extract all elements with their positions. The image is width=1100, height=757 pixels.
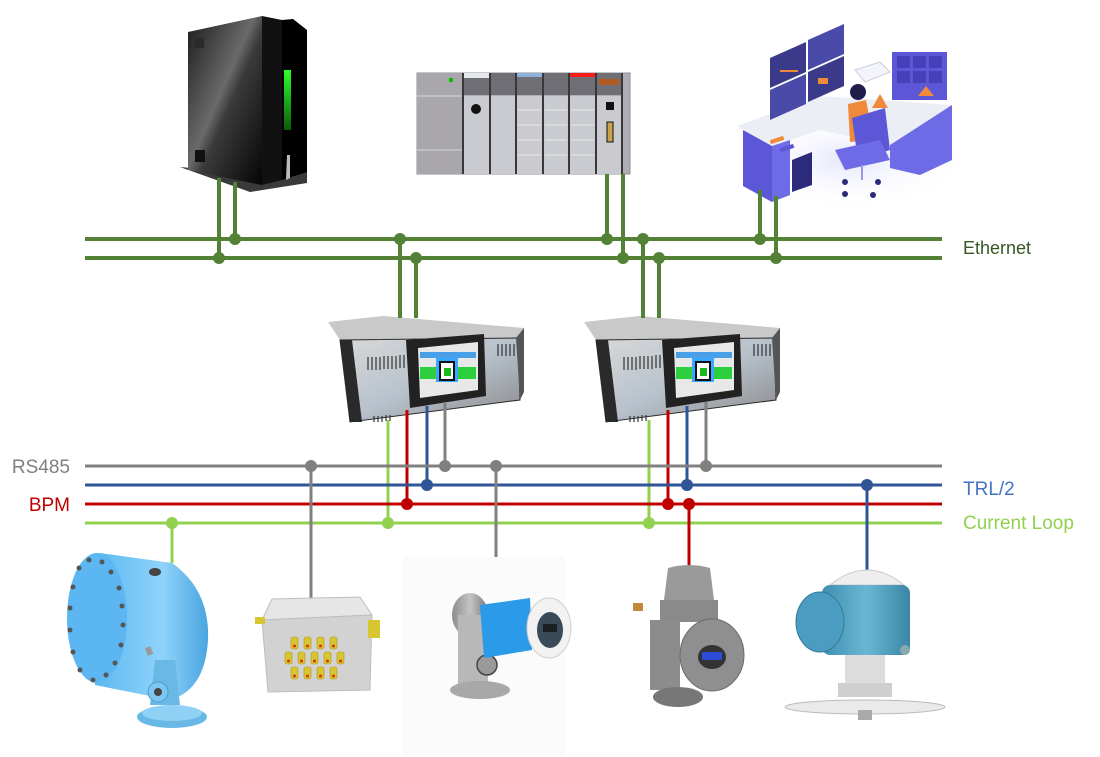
junction-dot xyxy=(700,460,712,472)
junction-dot xyxy=(305,460,317,472)
junction-dot xyxy=(754,233,766,245)
rack-gateway-icon xyxy=(584,316,780,423)
radar-gauge-icon xyxy=(784,569,946,720)
ethernet-junctions xyxy=(213,233,782,264)
gateway-drops xyxy=(386,402,708,523)
junction-dot xyxy=(410,252,422,264)
junction-box-icon xyxy=(255,596,380,693)
junction-dot xyxy=(683,498,695,510)
servo-gauge-icon xyxy=(633,565,745,707)
junction-dot xyxy=(643,517,655,529)
junction-dot xyxy=(439,460,451,472)
junction-dot xyxy=(394,233,406,245)
flow-transmitter-icon xyxy=(403,557,572,755)
junction-dot xyxy=(861,479,873,491)
junction-dot xyxy=(662,498,674,510)
rs485-label: RS485 xyxy=(12,457,70,478)
rack-gateway-icon xyxy=(328,316,524,423)
operator-workstation-icon xyxy=(730,24,970,210)
plc-rack-icon xyxy=(416,72,631,175)
junction-dot xyxy=(213,252,225,264)
server-tower-icon xyxy=(180,16,307,192)
junction-dot xyxy=(421,479,433,491)
junction-dot xyxy=(681,479,693,491)
ethernet-bus xyxy=(85,174,942,318)
trl2-label: TRL/2 xyxy=(963,479,1015,500)
junction-dot xyxy=(490,460,502,472)
fieldbus-junctions xyxy=(166,460,873,529)
junction-dot xyxy=(637,233,649,245)
tank-gauge-icon xyxy=(67,553,209,728)
junction-dot xyxy=(382,517,394,529)
junction-dot xyxy=(166,517,178,529)
junction-dot xyxy=(770,252,782,264)
junction-dot xyxy=(401,498,413,510)
junction-dot xyxy=(617,252,629,264)
junction-dot xyxy=(229,233,241,245)
ethernet-label: Ethernet xyxy=(963,238,1031,258)
bpm-label: BPM xyxy=(29,495,70,516)
junction-dot xyxy=(601,233,613,245)
junction-dot xyxy=(653,252,665,264)
current-loop-label: Current Loop xyxy=(963,513,1074,534)
